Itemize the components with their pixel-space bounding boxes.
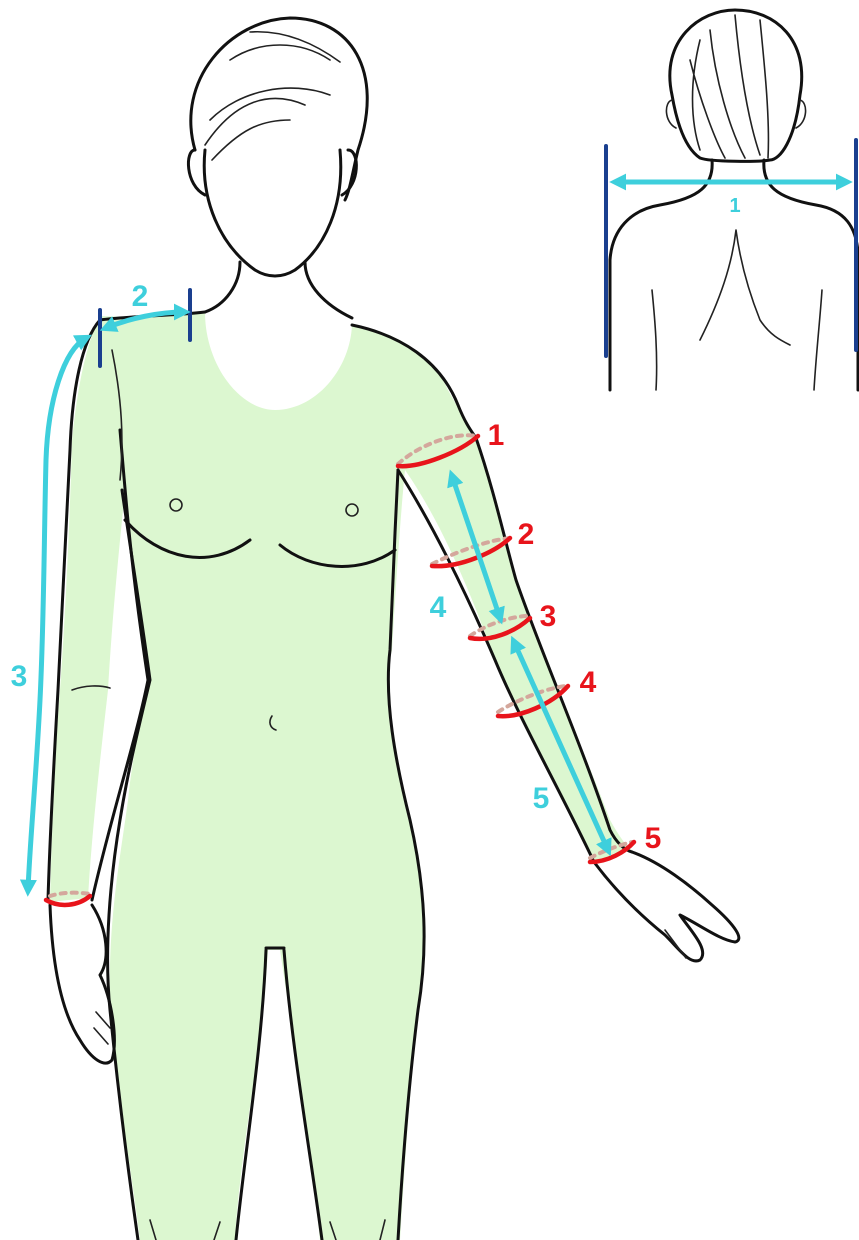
circumference-label-2: 2 (518, 518, 535, 551)
garment-fill (50, 312, 632, 1240)
circumference-label-1: 1 (488, 419, 505, 452)
shoulder-label: 2 (132, 280, 149, 313)
back-hair-strands (690, 15, 768, 158)
right-fingers (665, 930, 686, 958)
ear-left (188, 150, 205, 195)
forearm-length-label: 5 (533, 782, 550, 815)
upper-arm-length-label: 4 (430, 591, 447, 624)
front-figure (48, 18, 739, 1240)
sleeve-length-label: 3 (11, 660, 28, 693)
right-hand (594, 852, 739, 961)
back-spine (700, 230, 790, 345)
head-outline (204, 150, 341, 276)
neck-left (205, 262, 240, 312)
neck-right (305, 262, 352, 318)
back-width-label: 1 (729, 195, 740, 217)
circumference-label-5: 5 (645, 822, 662, 855)
circumference-label-4: 4 (580, 666, 597, 699)
hair-strands (205, 32, 340, 160)
left-fingers (94, 1012, 110, 1044)
circumference-label-3: 3 (540, 600, 557, 633)
back-shoulder-blades (652, 290, 822, 390)
